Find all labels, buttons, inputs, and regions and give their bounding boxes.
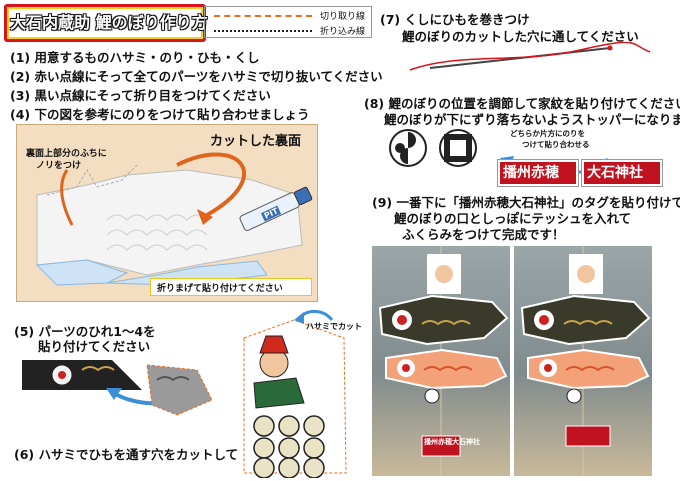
fold-line-sample [214,30,312,32]
legend-fold-label: 折り込み線 [320,24,365,37]
tag-right-text: 大石神社 [587,162,643,182]
legend-cut-label: 切り取り線 [320,9,365,22]
tag-left-text: 播州赤穂 [503,162,559,182]
photo-tag-text: 播州赤穂大石神社 [424,437,480,447]
cut-hole-diagram [234,308,359,478]
step-6: (6) ハサミでひもを通す穴をカットして [14,444,238,463]
comb-illustration [400,42,670,72]
finished-carp-right [514,246,652,476]
finished-photo-right [514,246,652,476]
diagram4-heading: カットした裏面 [210,130,301,149]
step-3: (3) 黒い点線にそって折り目をつけてください [10,85,271,104]
diagram6-note: ハサミでカット [306,321,362,332]
page-title: 大石内蔵助 鯉のぼり作り方 [10,9,208,33]
diagram8-note-2: つけて貼り合わせる [522,139,590,150]
fin-illustration [22,350,222,420]
fin-diagram [22,350,222,420]
step-4: (4) 下の図を参考にのりをつけて貼り合わせましょう [10,104,309,123]
diagram4-bottom-note: 折りまげて貼り付けてください [157,281,283,294]
warrior-fish-illustration [234,308,359,478]
diagram8-note-1: どちらか片方にのりを [510,128,585,139]
comb-string-diagram [400,42,670,72]
step-9-cont-2: ふくらみをつけて完成です！ [402,224,565,243]
step-2: (2) 赤い点線にそって全てのパーツをハサミで切り抜いてください [10,66,383,85]
cut-line-sample [214,15,312,17]
step-1: (1) 用意するものハサミ・のり・ひも・くし [10,47,259,66]
diagram4-note-2: ノリをつけ [36,158,81,171]
